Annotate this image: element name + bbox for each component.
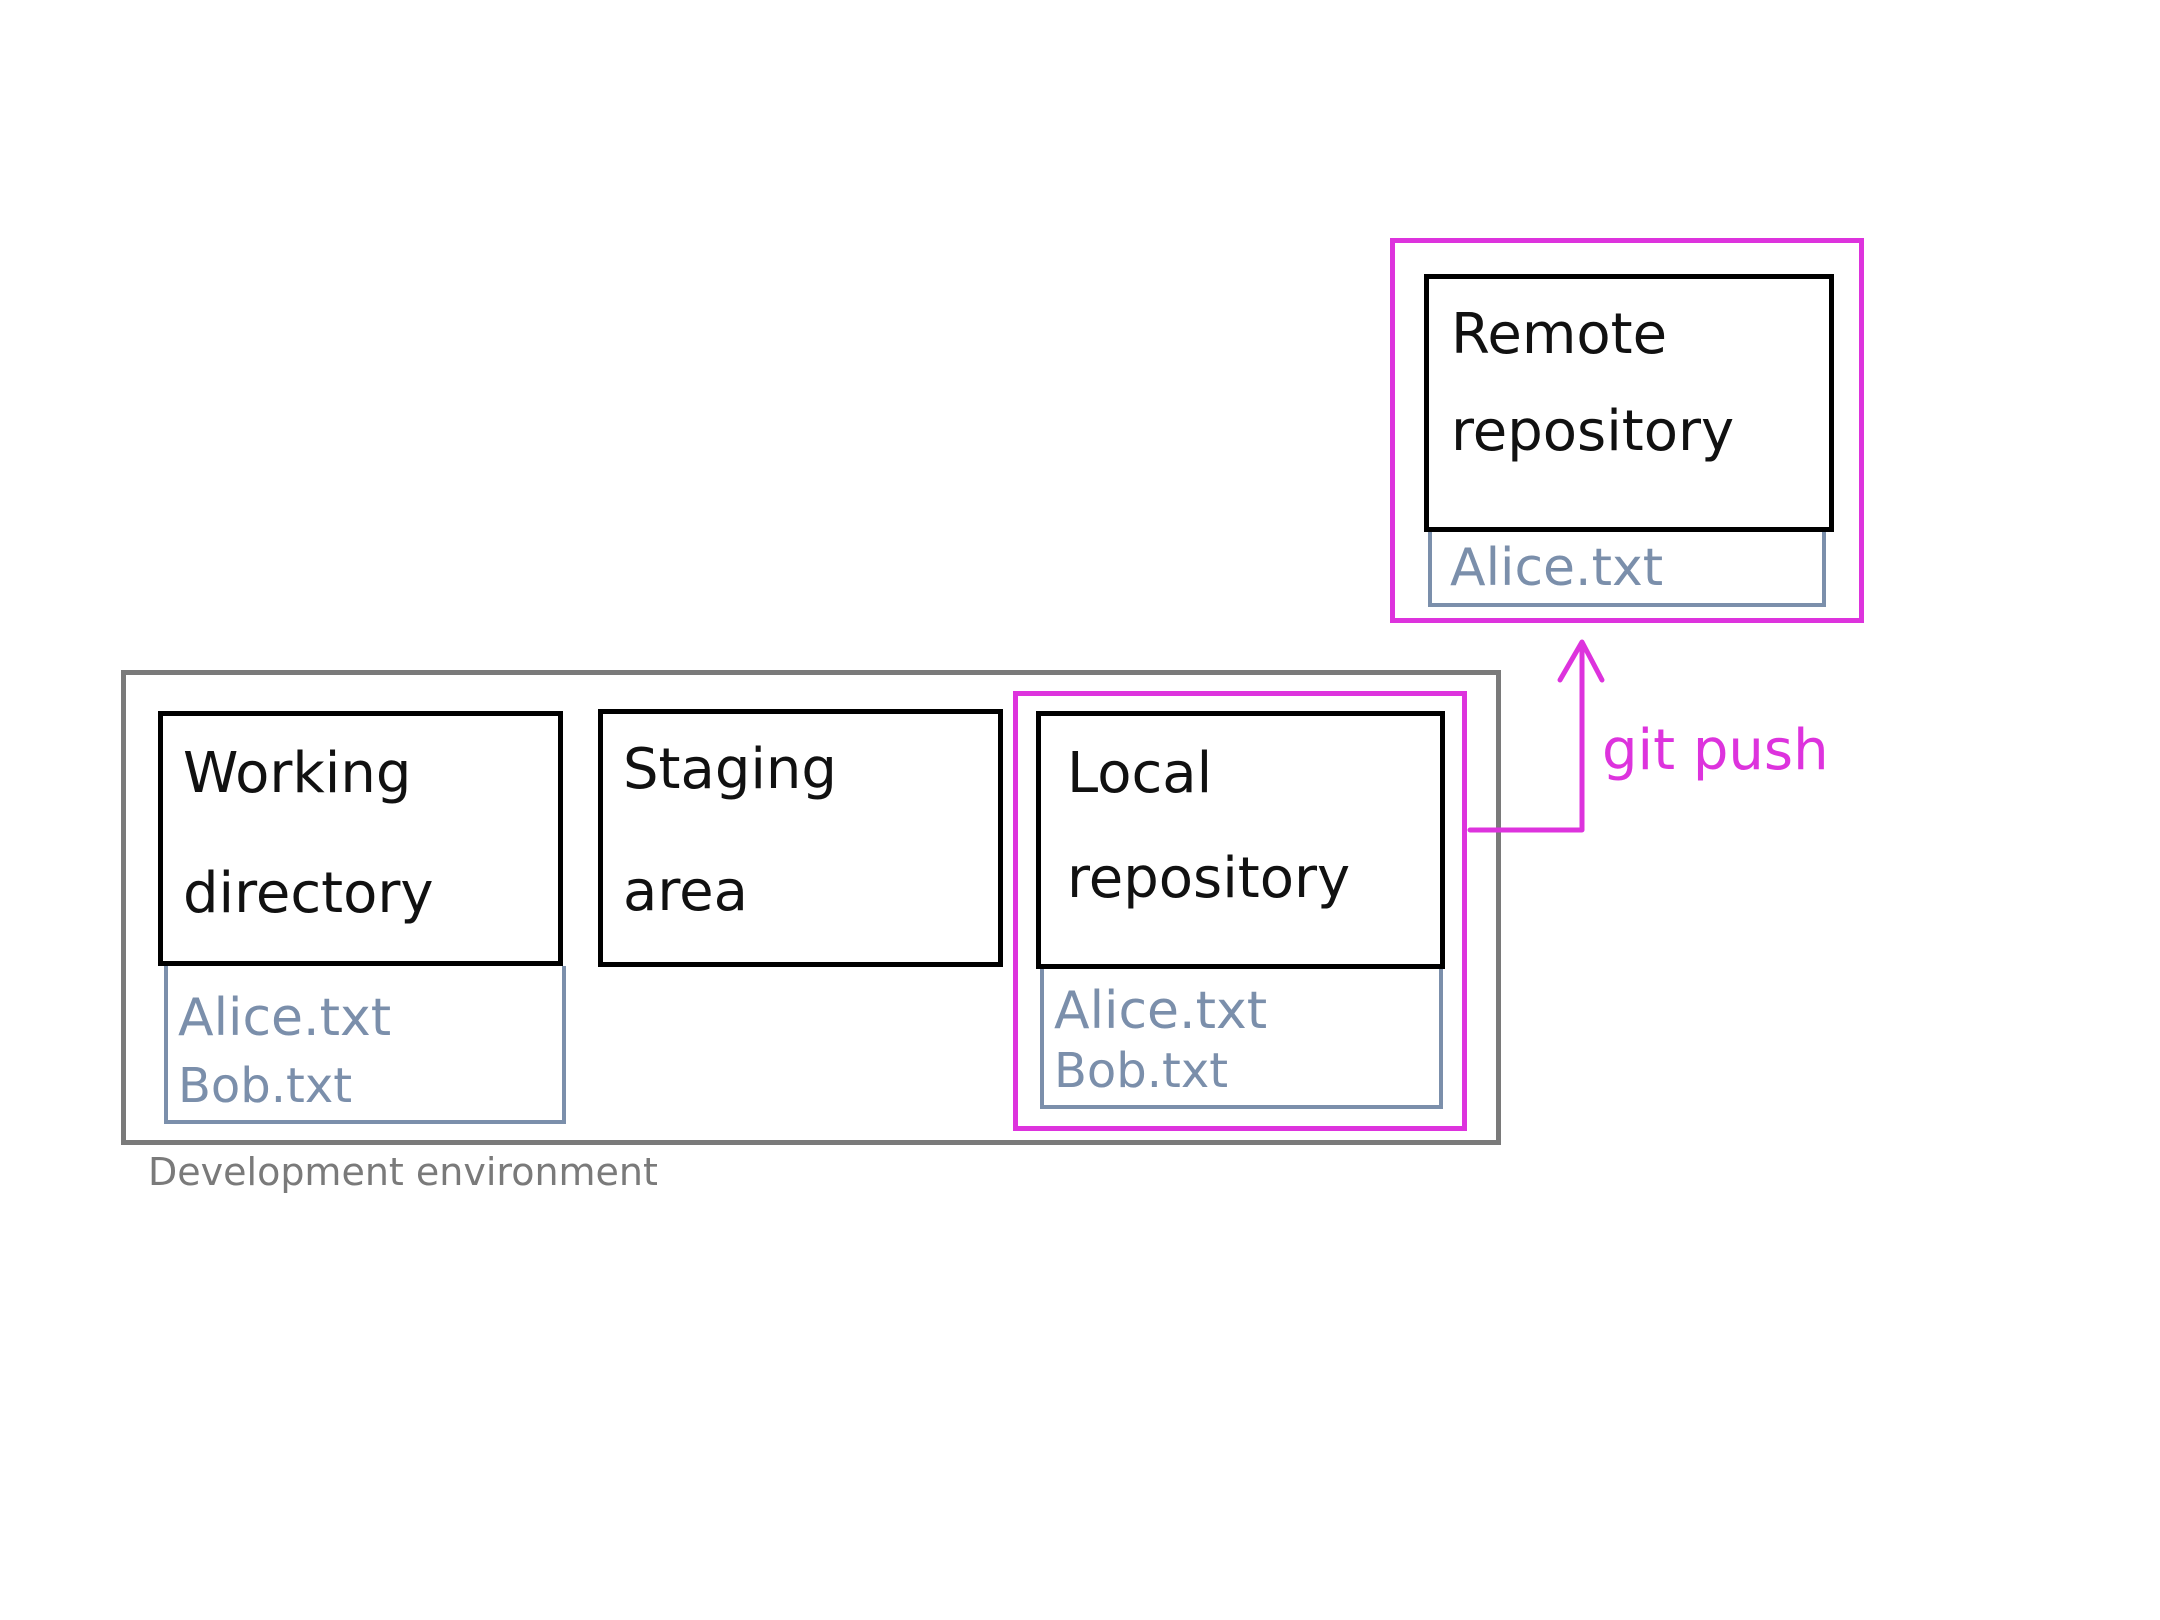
development-environment-frame	[121, 670, 1501, 1145]
git-push-label: git push	[1602, 718, 1829, 783]
file-item: Bob.txt	[178, 1058, 353, 1114]
working-directory-label-line1: Working	[183, 741, 412, 806]
file-item: Bob.txt	[1054, 1043, 1229, 1099]
remote-repository-box: Remote repository	[1424, 274, 1834, 532]
local-repository-box: Local repository	[1036, 711, 1445, 969]
working-directory-file-list: Alice.txt Bob.txt	[164, 966, 566, 1124]
local-repository-highlight	[1013, 691, 1467, 1131]
push-arrow-line	[1467, 645, 1585, 833]
working-directory-label-line2: directory	[183, 861, 434, 926]
file-item: Alice.txt	[1054, 981, 1268, 1041]
remote-repository-highlight	[1390, 238, 1864, 623]
local-repository-label-line1: Local	[1067, 741, 1213, 806]
development-environment-caption: Development environment	[148, 1150, 658, 1194]
staging-area-box: Staging area	[598, 709, 1003, 967]
file-item: Alice.txt	[178, 988, 392, 1048]
local-repository-file-list: Alice.txt Bob.txt	[1040, 969, 1443, 1109]
local-repository-label-line2: repository	[1067, 846, 1351, 911]
working-directory-box: Working directory	[158, 711, 563, 966]
remote-repository-label-line1: Remote	[1451, 302, 1668, 367]
remote-repository-label-line2: repository	[1451, 399, 1735, 464]
push-arrow-head	[1557, 639, 1605, 683]
staging-area-label-line1: Staging	[623, 737, 837, 802]
remote-repository-file-list: Alice.txt	[1428, 532, 1826, 607]
file-item: Alice.txt	[1450, 538, 1664, 598]
staging-area-label-line2: area	[623, 859, 748, 924]
